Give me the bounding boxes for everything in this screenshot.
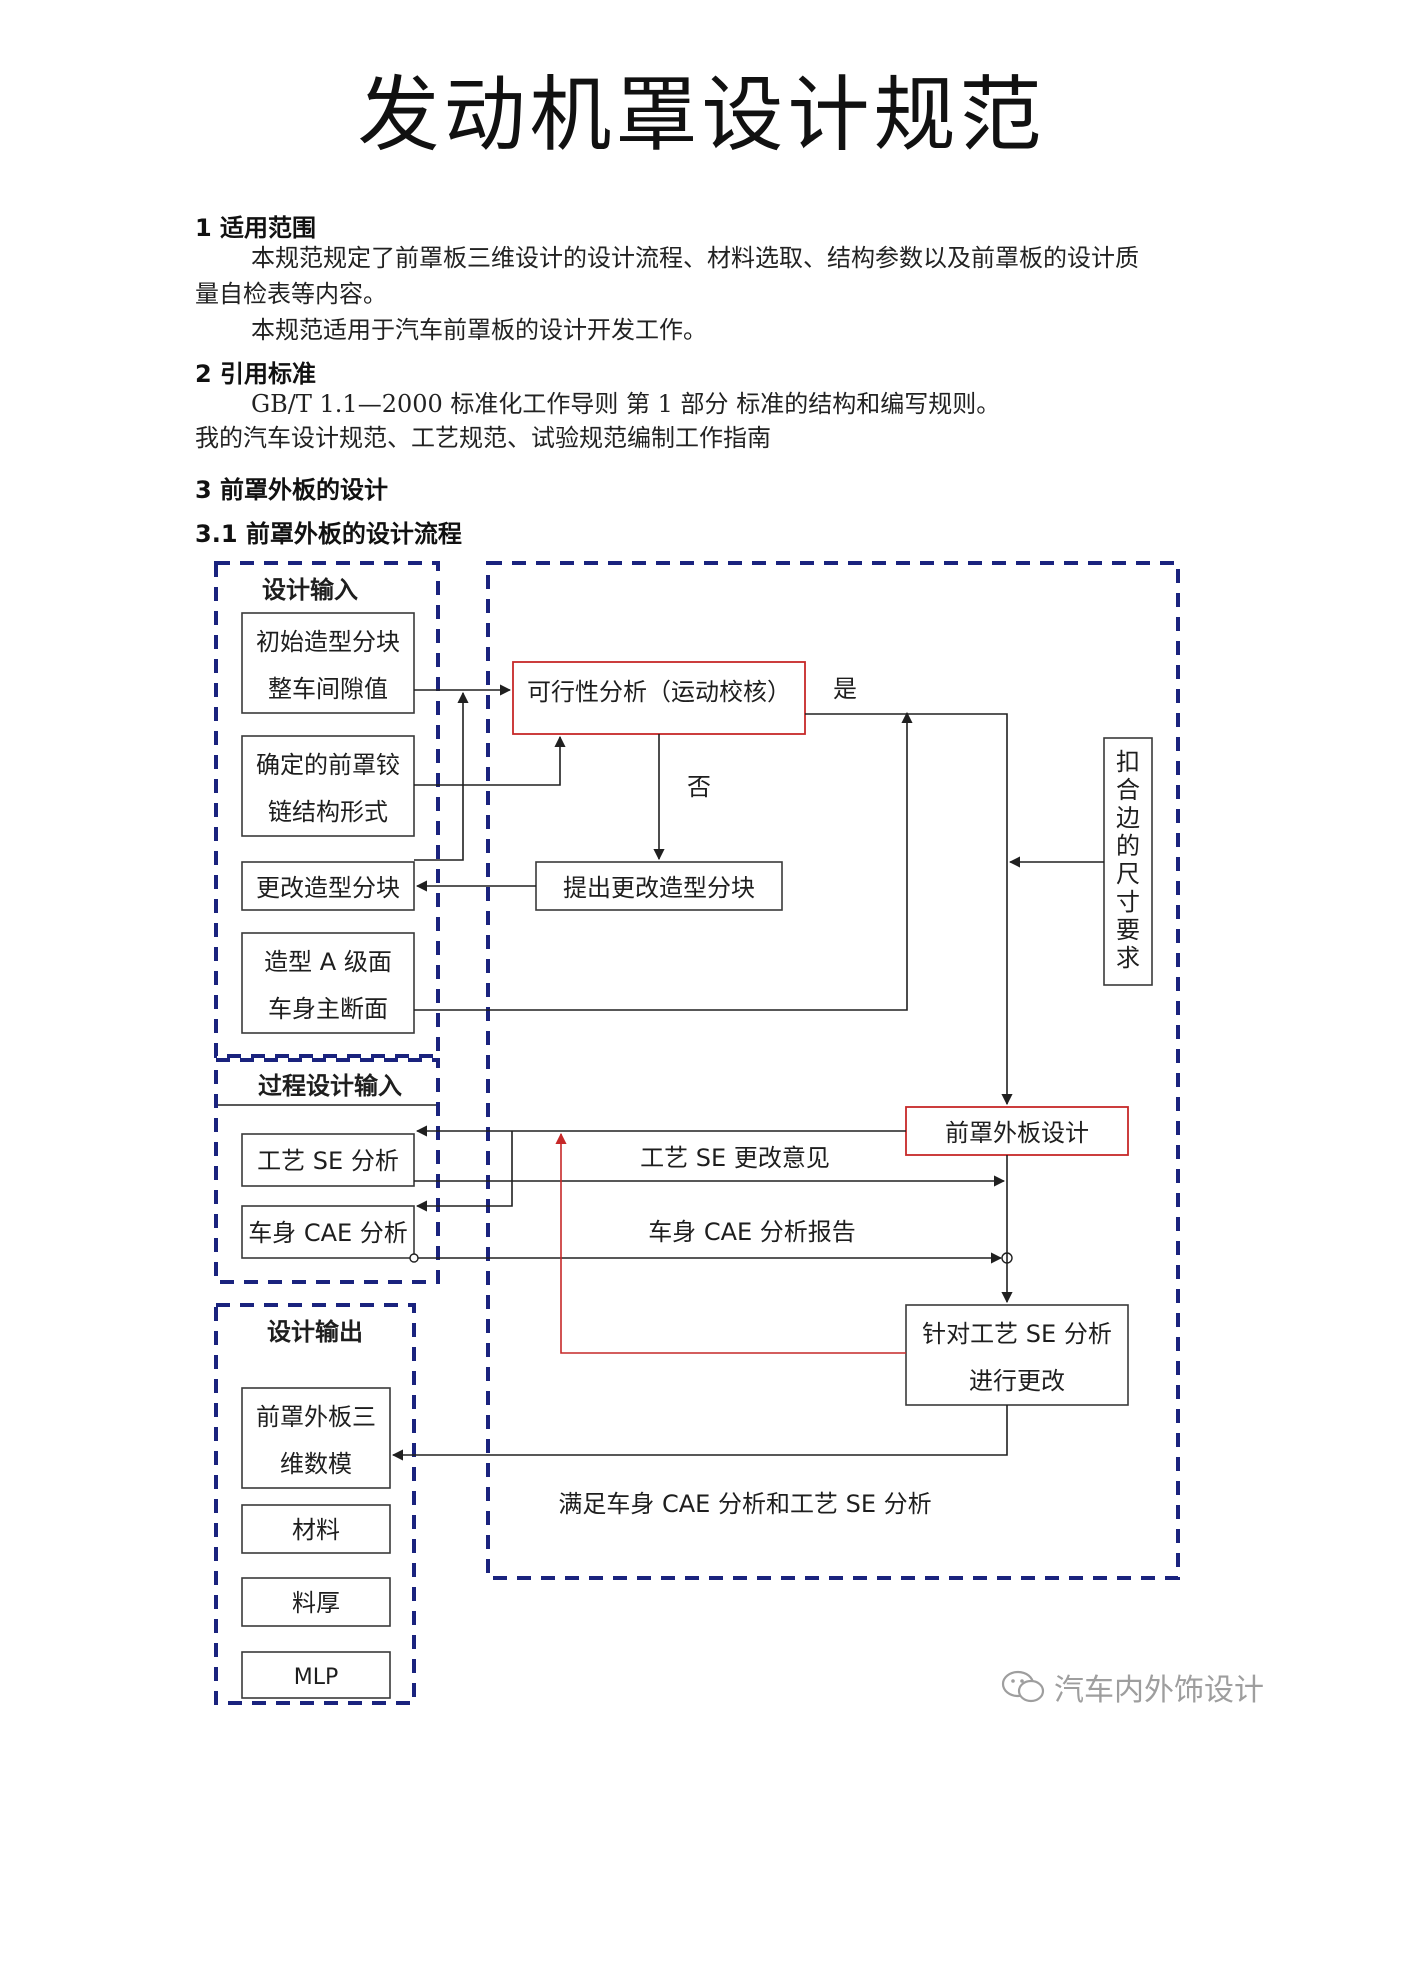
propose-change-label: 提出更改造型分块 [563, 874, 755, 902]
svg-text:边: 边 [1116, 804, 1140, 832]
reference-standard-1: GB/T 1.1—2000 标准化工作导则 第 1 部分 标准的结构和编写规则。 [251, 390, 1001, 418]
thickness-box [241, 1577, 391, 1627]
design-output-label: 设计输出 [267, 1318, 363, 1346]
section-2-heading: 2 引用标准 [195, 360, 317, 388]
se-analysis-label: 工艺 SE 分析 [257, 1147, 399, 1175]
section-3-heading: 3 前罩外板的设计 [195, 476, 389, 504]
svg-text:尺: 尺 [1116, 860, 1140, 888]
a-surface-box [241, 932, 415, 1034]
main-process-group [486, 561, 1180, 1580]
design-output-group [214, 1303, 416, 1705]
se-change-box [905, 1304, 1129, 1406]
se-change-label-2: 进行更改 [969, 1367, 1065, 1395]
front-panel-design-label: 前罩外板设计 [945, 1119, 1089, 1147]
propose-change-box [535, 861, 783, 911]
mlp-box [241, 1651, 391, 1699]
flow-connectors [391, 684, 1104, 1461]
model-3d-box [241, 1387, 391, 1489]
section-1-paragraph-2: 本规范适用于汽车前罩板的设计开发工作。 [251, 316, 707, 344]
hinge-structure-label-1: 确定的前罩铰 [256, 751, 400, 779]
cae-report-label: 车身 CAE 分析报告 [648, 1218, 856, 1246]
svg-text:寸: 寸 [1116, 888, 1140, 916]
flange-requirement-label: 扣 合 边 的 尺 寸 要 求 [1116, 748, 1140, 972]
modify-split-box [241, 861, 415, 911]
no-label: 否 [687, 773, 711, 801]
body-section-label: 车身主断面 [268, 995, 388, 1023]
svg-text:合: 合 [1116, 776, 1140, 804]
section-1-heading: 1 适用范围 [195, 214, 317, 242]
design-input-group [214, 561, 440, 1058]
wechat-icon [1001, 1670, 1045, 1703]
thickness-label: 料厚 [292, 1589, 340, 1617]
cae-analysis-box [241, 1205, 415, 1259]
cae-analysis-label: 车身 CAE 分析 [248, 1219, 408, 1247]
hinge-structure-label-2: 链结构形式 [268, 798, 388, 826]
svg-text:的: 的 [1116, 832, 1140, 860]
model-3d-label-2: 维数模 [280, 1450, 352, 1478]
hinge-structure-box [241, 735, 415, 837]
se-change-label-1: 针对工艺 SE 分析 [922, 1320, 1112, 1348]
feasibility-label: 可行性分析（运动校核） [527, 678, 791, 706]
svg-text:扣: 扣 [1116, 748, 1140, 776]
material-box [241, 1504, 391, 1554]
design-input-label: 设计输入 [262, 576, 358, 604]
se-analysis-box [241, 1133, 415, 1187]
vehicle-gap-label: 整车间隙值 [268, 675, 388, 703]
svg-text:要: 要 [1116, 916, 1140, 944]
svg-text:求: 求 [1116, 944, 1140, 972]
initial-model-box [241, 612, 415, 714]
process-input-label: 过程设计输入 [258, 1072, 402, 1100]
material-label: 材料 [292, 1516, 340, 1544]
watermark: 汽车内外饰设计 [1000, 1665, 1264, 1709]
se-opinion-label: 工艺 SE 更改意见 [640, 1144, 830, 1172]
mlp-label: MLP [294, 1665, 339, 1690]
initial-model-label: 初始造型分块 [256, 628, 400, 656]
model-3d-label-1: 前罩外板三 [256, 1403, 376, 1431]
front-panel-design-box [905, 1106, 1129, 1156]
modify-split-label: 更改造型分块 [256, 874, 400, 902]
reference-standard-2: 我的汽车设计规范、工艺规范、试验规范编制工作指南 [195, 424, 771, 452]
a-surface-label: 造型 A 级面 [264, 948, 392, 976]
watermark-text: 汽车内外饰设计 [1054, 1673, 1264, 1708]
feasibility-box [512, 661, 806, 735]
section-3-1-heading: 3.1 前罩外板的设计流程 [195, 520, 462, 548]
satisfy-label: 满足车身 CAE 分析和工艺 SE 分析 [558, 1490, 931, 1518]
page-title: 发动机罩设计规范 [357, 68, 1046, 163]
yes-label: 是 [833, 675, 857, 703]
section-1-paragraph-1: 本规范规定了前罩板三维设计的设计流程、材料选取、结构参数以及前罩板的设计质量自检… [195, 244, 1139, 308]
process-input-group [214, 1058, 440, 1284]
